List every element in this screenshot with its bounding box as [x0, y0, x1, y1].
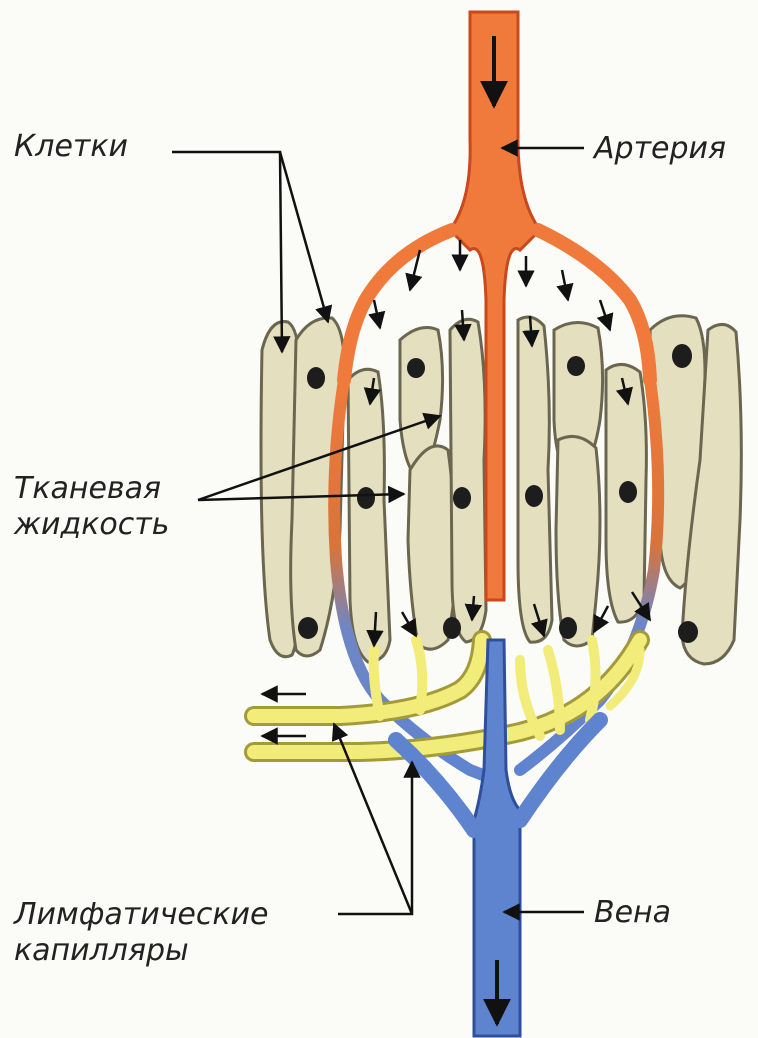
label-cells: Клетки — [14, 129, 128, 164]
label-tissue-fluid-2: жидкость — [13, 507, 169, 542]
nucleus — [357, 487, 375, 509]
label-artery: Артерия — [592, 131, 726, 166]
cell — [348, 369, 390, 662]
nucleus — [307, 367, 325, 389]
cell — [556, 436, 600, 646]
filtration-arrow — [374, 300, 380, 328]
label-tissue-fluid-1: Тканевая — [14, 471, 161, 506]
cell — [518, 317, 552, 642]
nucleus — [559, 617, 577, 639]
label-lymph-1: Лимфатические — [13, 897, 268, 932]
nucleus — [407, 358, 425, 378]
cells-pointer — [280, 152, 328, 322]
filtration-arrow — [562, 270, 568, 300]
cells-pointer — [172, 152, 282, 352]
nucleus — [525, 485, 543, 507]
nucleus — [672, 344, 692, 368]
cell — [450, 319, 486, 642]
nucleus — [453, 487, 471, 509]
nucleus — [298, 617, 318, 639]
lymph-pointer — [338, 762, 412, 914]
lymph-branch — [416, 640, 422, 710]
label-vein: Вена — [594, 895, 671, 930]
artery — [344, 12, 650, 600]
lymph-branch — [590, 640, 596, 720]
nucleus — [619, 481, 637, 503]
nucleus — [567, 356, 585, 376]
label-lymph-2: капилляры — [14, 933, 189, 968]
nucleus — [443, 617, 461, 639]
filtration-arrow — [600, 300, 610, 330]
nucleus — [678, 621, 698, 643]
